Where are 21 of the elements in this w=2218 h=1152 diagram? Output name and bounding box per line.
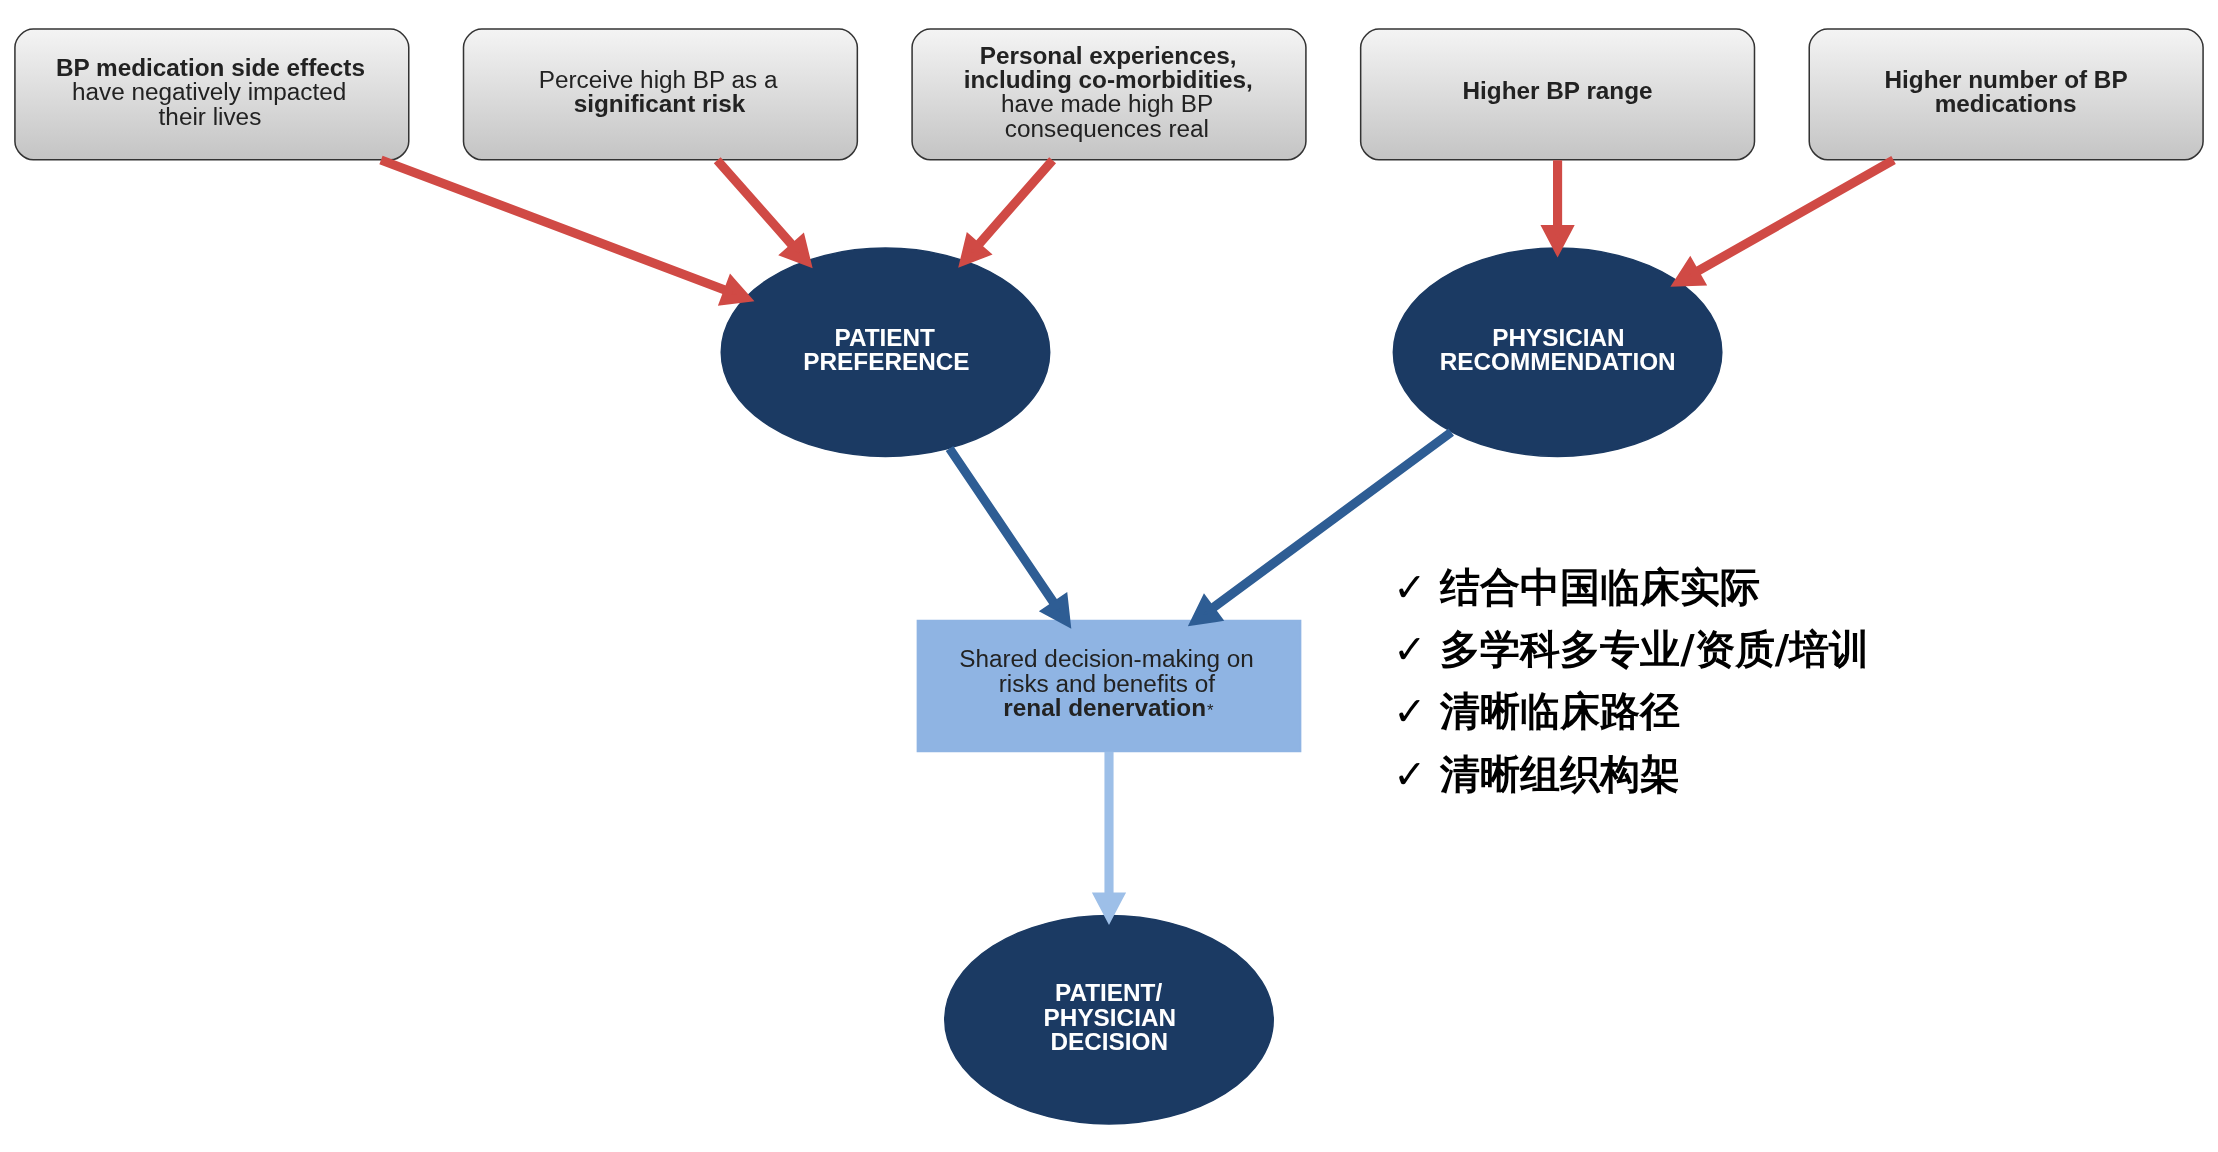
node-box: Higher BP range xyxy=(1359,27,1756,161)
label: ✓ 多学科多专业/资质/培训 xyxy=(1393,625,1870,672)
node-box: Perceive high BP as a significant risk xyxy=(462,27,859,161)
node-ellipse: PATIENT PREFERENCE xyxy=(720,246,1051,457)
label: ✓ 清晰临床路径 xyxy=(1393,687,1681,734)
arrow xyxy=(1540,159,1575,258)
label: ✓ 清晰组织构架 xyxy=(1393,750,1681,797)
arrow xyxy=(1091,751,1127,925)
node-box: Higher number of BP medications xyxy=(1808,27,2204,161)
node-box: Personal experiences, including co-morbidities, have made high BP consequences real xyxy=(911,27,1307,161)
node-box: Shared decision-making on risks and benefits of renal denervation* xyxy=(916,619,1302,752)
node-ellipse: PHYSICIAN RECOMMENDATION xyxy=(1392,246,1723,457)
arrow xyxy=(958,156,1057,268)
arrow xyxy=(713,156,813,268)
arrow xyxy=(1670,155,1896,287)
arrow xyxy=(1187,427,1454,626)
node-ellipse: PATIENT/ PHYSICIAN DECISION xyxy=(944,914,1274,1125)
arrow xyxy=(945,445,1072,629)
node-box: BP medication side effects have negatively impacted their lives xyxy=(14,27,410,161)
label: ✓ 结合中国临床实际 xyxy=(1393,563,1761,610)
arrow xyxy=(379,155,755,306)
